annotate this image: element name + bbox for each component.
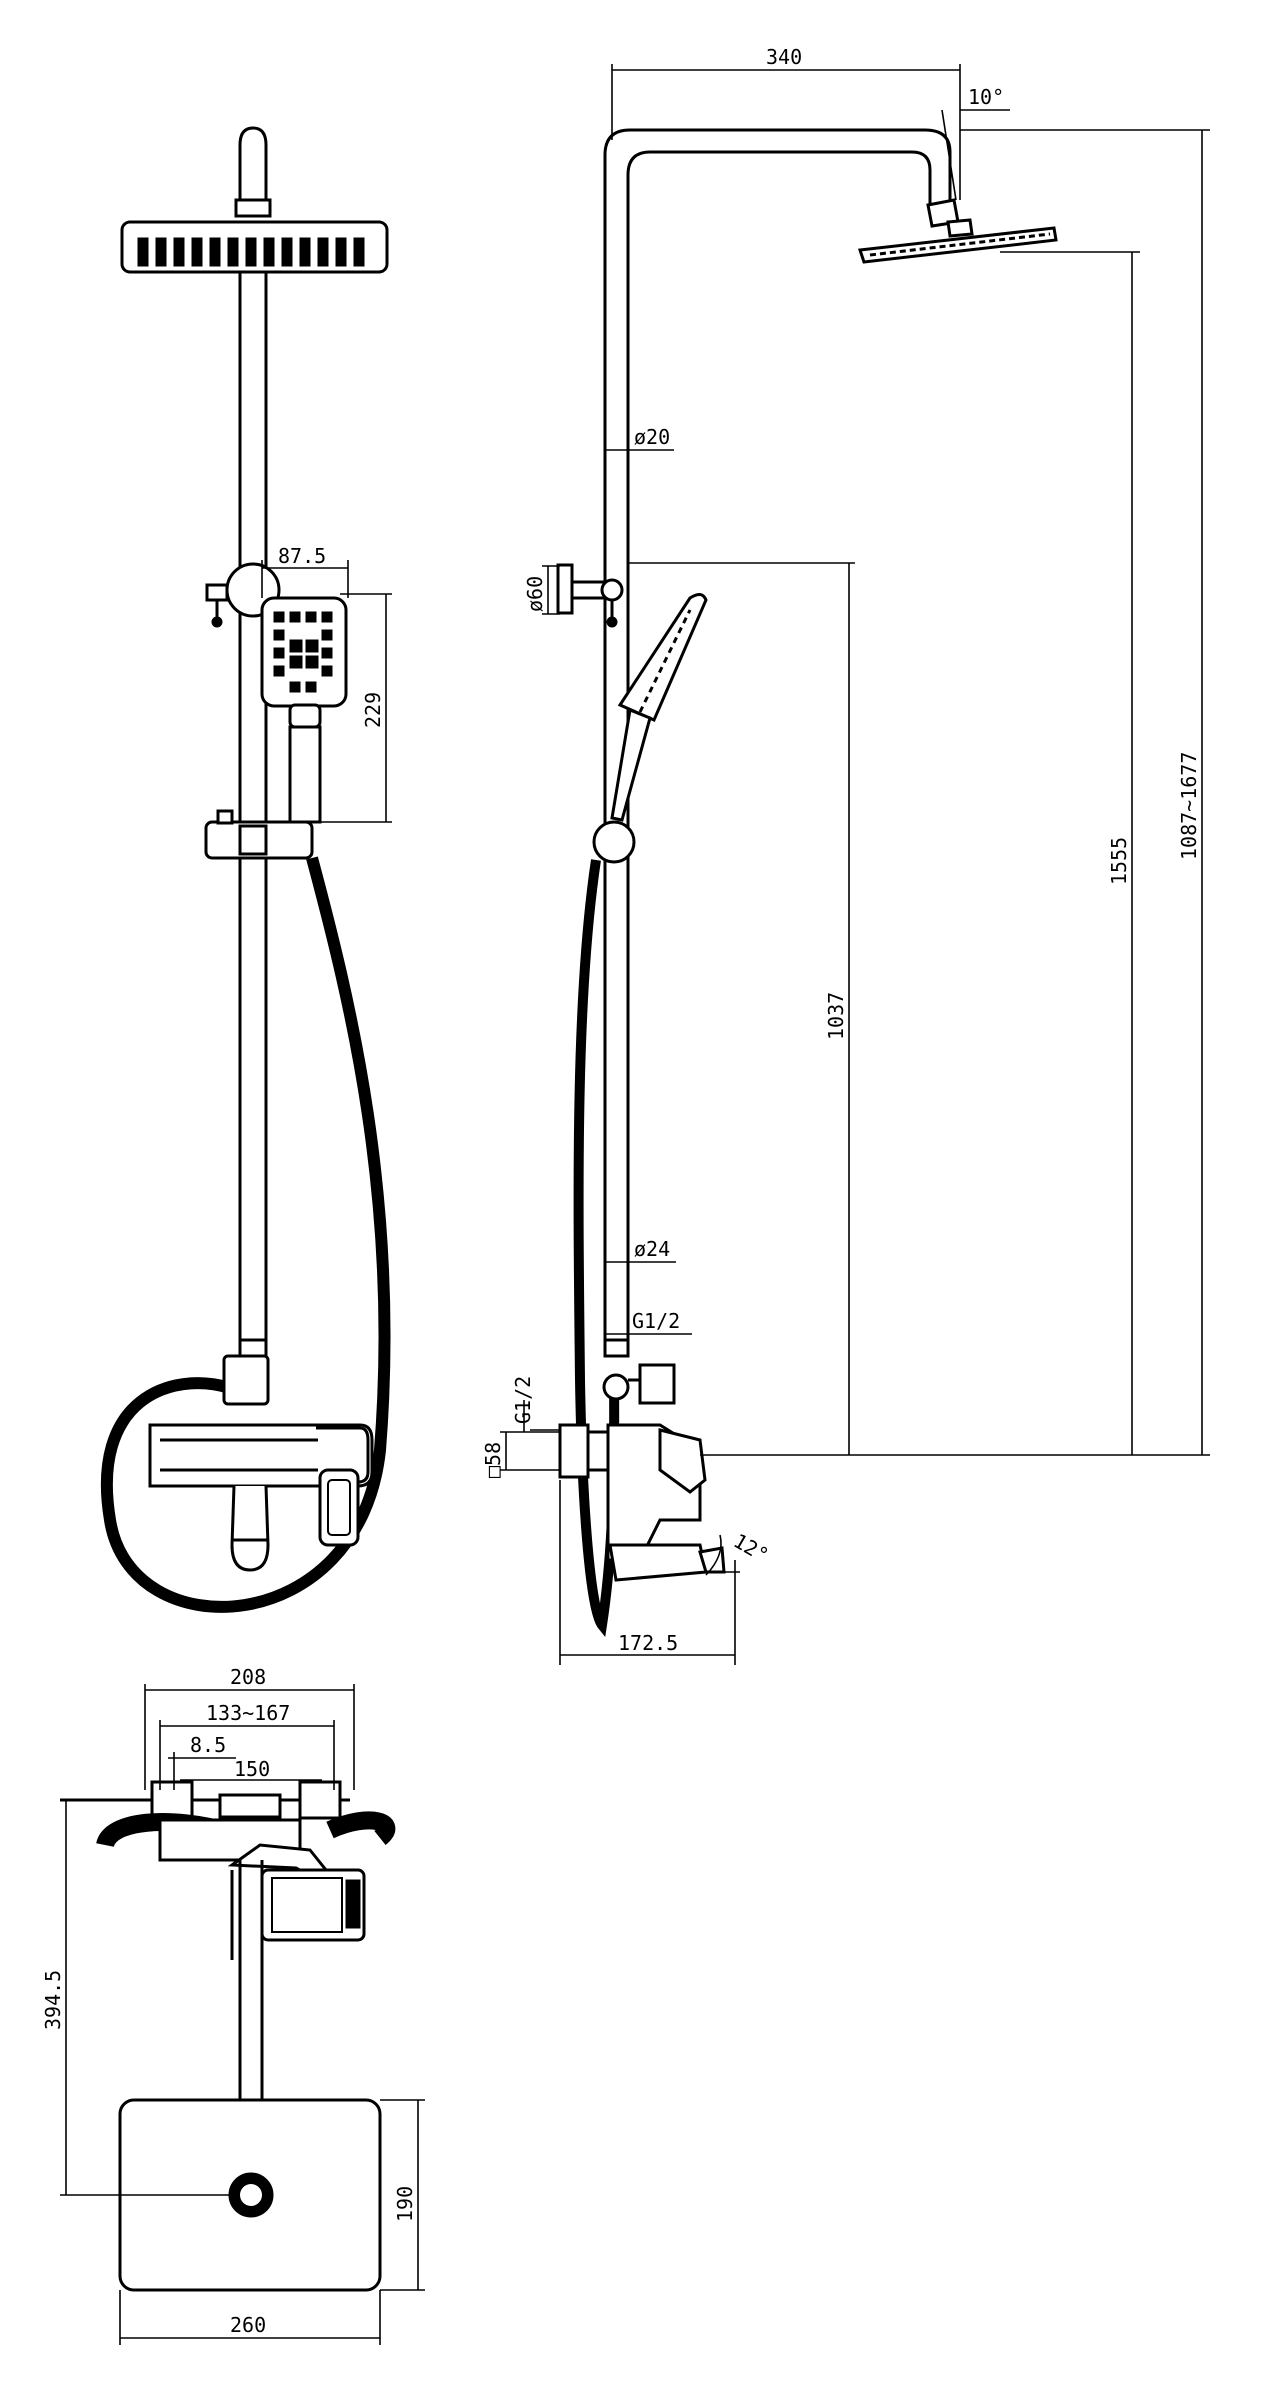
dim-plan-centers: 133~167 — [206, 1701, 290, 1725]
hand-shower-neck — [288, 703, 322, 729]
wall-connector — [558, 1423, 590, 1479]
mixer-lever-front — [318, 1468, 360, 1547]
plan-view-dimensions: 208 133~167 8.5 150 394.5 190 260 — [41, 1665, 425, 2345]
dim-pipe-lower: ø24 — [634, 1237, 670, 1261]
shower-hose — [100, 856, 391, 1613]
dim-plan-150: 150 — [234, 1757, 270, 1781]
dim-head-height: 1087~1677 — [1177, 752, 1201, 860]
rain-head-nozzles — [137, 237, 365, 267]
hand-shower-handle — [288, 725, 322, 824]
dim-plan-eccentric: 8.5 — [190, 1733, 226, 1757]
hand-shower-nozzles — [273, 611, 333, 693]
dim-arm-reach: 340 — [766, 45, 802, 69]
dim-head-tilt: 10° — [968, 85, 1004, 109]
dim-thread-side: G1/2 — [511, 1376, 535, 1424]
arm-outer — [603, 128, 952, 575]
dim-thread-top: G1/2 — [632, 1309, 680, 1333]
pipe-top-cap — [238, 126, 268, 205]
dim-spout-reach: 172.5 — [618, 1631, 678, 1655]
dim-bracket-height: 1037 — [824, 992, 848, 1040]
side-view-dimensions: 340 10° 1087~1677 1555 1037 ø20 ø60 ø24 … — [481, 45, 1210, 1665]
side-view — [556, 128, 1058, 1638]
front-view-dimensions: 87.5 229 — [261, 544, 392, 823]
rain-head-side — [857, 226, 1058, 264]
plan-hose-right — [326, 1811, 396, 1846]
plan-view — [60, 1780, 396, 2292]
dim-plan-total-width: 208 — [230, 1665, 266, 1689]
front-view — [100, 126, 391, 1613]
dim-head-to-outlet: 1555 — [1107, 837, 1131, 885]
hand-shower-handle-side — [610, 707, 652, 822]
dim-pipe-upper: ø20 — [634, 425, 670, 449]
bracket-screw — [205, 583, 229, 602]
hand-shower-side — [617, 593, 708, 722]
spout-side — [608, 1543, 708, 1582]
dim-plan-head-depth: 190 — [393, 2186, 417, 2222]
dim-holder-dia: ø60 — [523, 576, 547, 612]
lever-side — [658, 1428, 707, 1494]
spout-front — [230, 1485, 270, 1572]
dim-plan-head-width: 260 — [230, 2313, 266, 2337]
dim-handshower-width: 87.5 — [278, 544, 326, 568]
diverter-block — [222, 1354, 270, 1406]
diverter-side — [602, 1373, 630, 1401]
dim-plan-projection: 394.5 — [41, 1970, 65, 2030]
arm-inner — [626, 150, 932, 575]
dim-spout-angle: 12° — [730, 1529, 773, 1568]
bracket-base — [556, 563, 574, 615]
dim-body-square: □58 — [481, 1442, 505, 1478]
dim-handshower-length: 229 — [361, 692, 385, 728]
head-connector — [234, 198, 272, 218]
plan-connector-left — [150, 1780, 194, 1820]
slide-holder-side — [592, 820, 636, 864]
